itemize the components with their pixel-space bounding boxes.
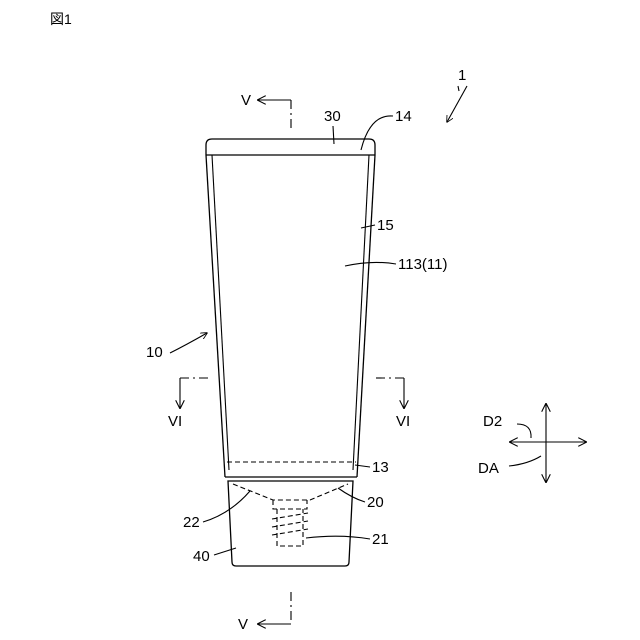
ref-113-leader (345, 262, 396, 266)
section-vi-left-label: VI (168, 413, 182, 430)
section-v-bottom-label: V (238, 616, 248, 633)
ref-10-label: 10 (146, 344, 163, 361)
ref-22-leader (203, 491, 250, 522)
ref-40-leader (214, 548, 236, 555)
ref-30-leader (333, 126, 334, 144)
ref-1-underline (458, 86, 459, 91)
direction-d2-leader (517, 424, 531, 438)
ref-40-label: 40 (193, 548, 210, 565)
section-v-marker: V V (238, 92, 291, 633)
direction-da-label: DA (478, 460, 499, 477)
direction-da-leader (509, 456, 541, 466)
ref-30-label: 30 (324, 108, 341, 125)
ref-14-leader (361, 116, 393, 150)
figure-label: 図1 (50, 11, 72, 27)
ref-22-label: 22 (183, 514, 200, 531)
section-vi-right-label: VI (396, 413, 410, 430)
ref-15-leader (361, 225, 375, 228)
ref-1-label: 1 (458, 67, 466, 84)
reference-labels: 30 14 15 113(11) 10 13 20 22 21 40 (146, 108, 447, 565)
ref-1-arrow (447, 86, 467, 122)
ref-14-label: 14 (395, 108, 412, 125)
direction-indicator: D2 DA (478, 404, 586, 482)
tube-left-inner-wall (212, 155, 229, 470)
section-v-top-label: V (241, 92, 251, 109)
ref-113-label: 113(11) (398, 256, 447, 273)
cap-assembly (228, 481, 353, 566)
direction-d2-label: D2 (483, 413, 502, 430)
neck-dashed (273, 500, 307, 509)
ref-20-label: 20 (367, 494, 384, 511)
ref-15-label: 15 (377, 217, 394, 234)
section-vi-marker: VI VI (168, 378, 410, 430)
ref-21-label: 21 (372, 531, 389, 548)
tube-body (206, 139, 375, 477)
ref-21-leader (306, 536, 370, 539)
tube-left-wall (206, 155, 225, 477)
ref-13-label: 13 (372, 459, 389, 476)
top-seal-band (206, 139, 375, 155)
ref-10-arrow (170, 333, 207, 353)
shoulder-dashed-20 (233, 484, 348, 500)
